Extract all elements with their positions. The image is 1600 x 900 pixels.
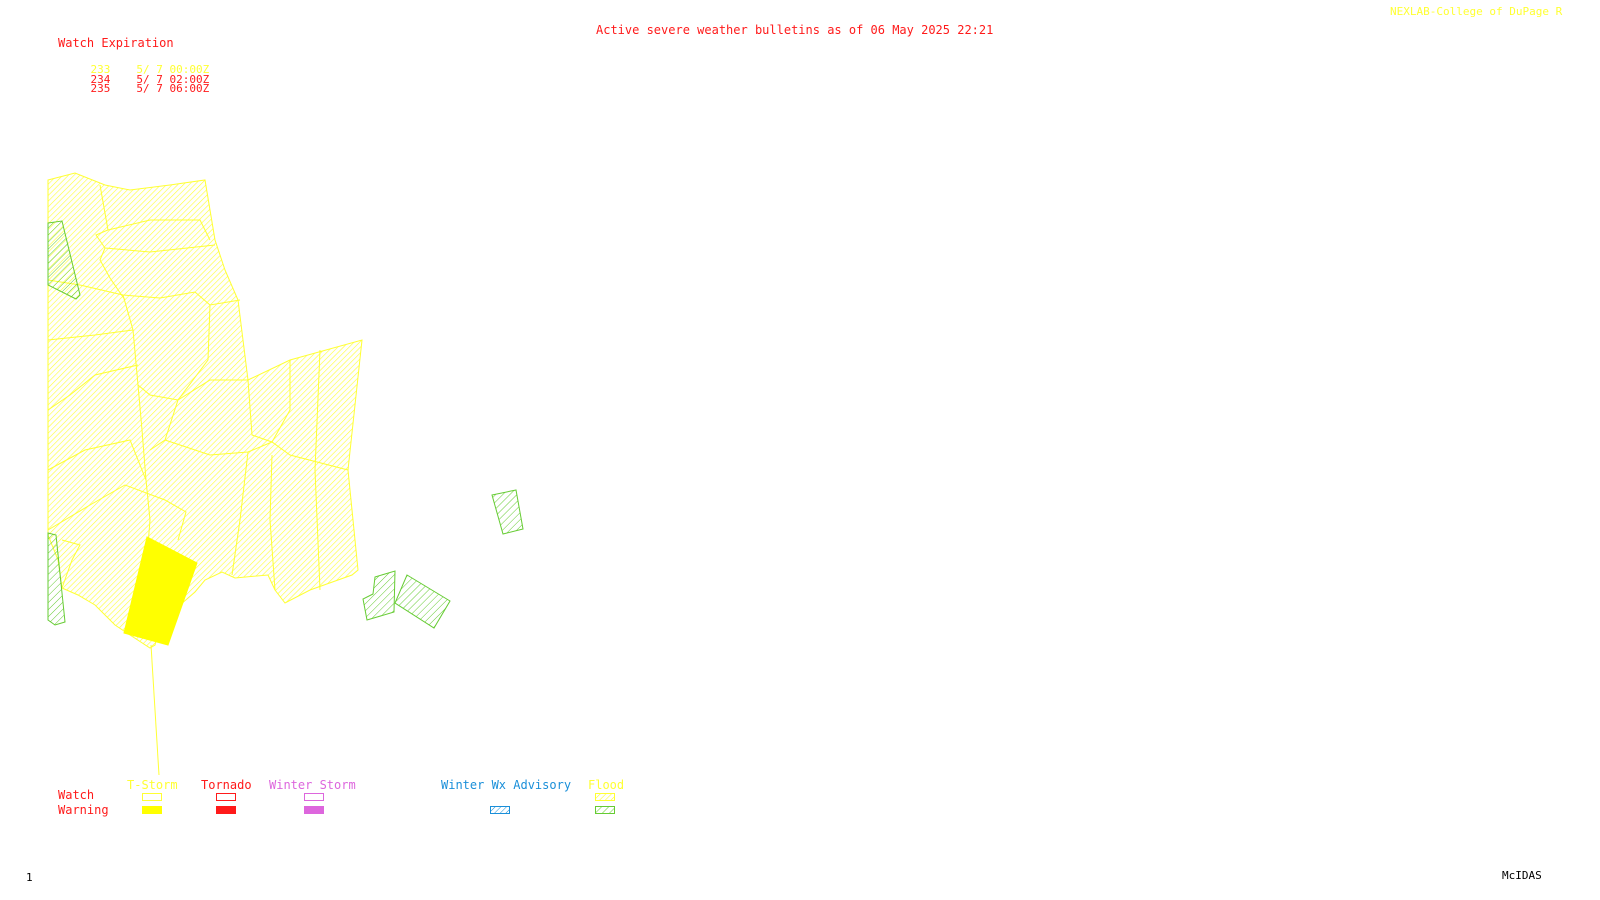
bulletin-title: Active severe weather bulletins as of 06… [596, 23, 994, 37]
watch-expiration-heading: Watch Expiration [58, 36, 174, 50]
tstorm-warning-polygon [123, 536, 198, 646]
watch-expiration-time: 5/ 7 00:00Z [136, 63, 210, 76]
watch-county [47, 172, 363, 649]
flood-warning-polygon [47, 532, 66, 626]
legend-warning-label: Warning [58, 803, 109, 817]
flood-warning-swatch [595, 806, 615, 814]
tornado-warning-swatch [216, 806, 236, 814]
flood-warning-polygon [362, 570, 396, 621]
county-boundaries [47, 184, 349, 591]
tornado-watch-swatch [216, 793, 236, 801]
watch-expiration-time: 5/ 7 02:00Z [136, 73, 210, 86]
legend-winter-storm-label: Winter Storm [269, 778, 356, 792]
software-label: McIDAS [1502, 869, 1542, 882]
legend-watch-label: Watch [58, 788, 95, 802]
flood-warning-polygon [394, 574, 451, 629]
watch-number: 235 [90, 82, 111, 95]
tstorm-watch-swatch [142, 793, 162, 801]
winter-storm-warning-swatch [304, 806, 324, 814]
tstorm-warning-swatch [142, 806, 162, 814]
watch-row: 234 5/ 7 02:00Z [64, 63, 210, 96]
watch-row: 235 5/ 7 06:00Z [64, 72, 210, 105]
flood-warning-polygon [47, 220, 81, 300]
watch-number: 233 [90, 63, 111, 76]
watch-number: 234 [90, 73, 111, 86]
watch-area [47, 172, 363, 649]
winter-storm-watch-swatch [304, 793, 324, 801]
frame-number: 1 [26, 871, 33, 884]
legend-tstorm-label: T-Storm [127, 778, 178, 792]
legend-winter-advisory-label: Winter Wx Advisory [441, 778, 572, 792]
source-credit: NEXLAB-College of DuPage R [1390, 5, 1563, 18]
flood-warnings [47, 220, 524, 629]
legend-tornado-label: Tornado [201, 778, 252, 792]
tstorm-warning-tail [150, 644, 160, 776]
flood-warning-polygon [491, 489, 524, 535]
legend-flood-label: Flood [588, 778, 625, 792]
winter-advisory-swatch [490, 806, 510, 814]
watch-expiration-time: 5/ 7 06:00Z [136, 82, 210, 95]
watch-row: 233 5/ 7 00:00Z [64, 53, 210, 86]
flood-watch-swatch [595, 793, 615, 801]
